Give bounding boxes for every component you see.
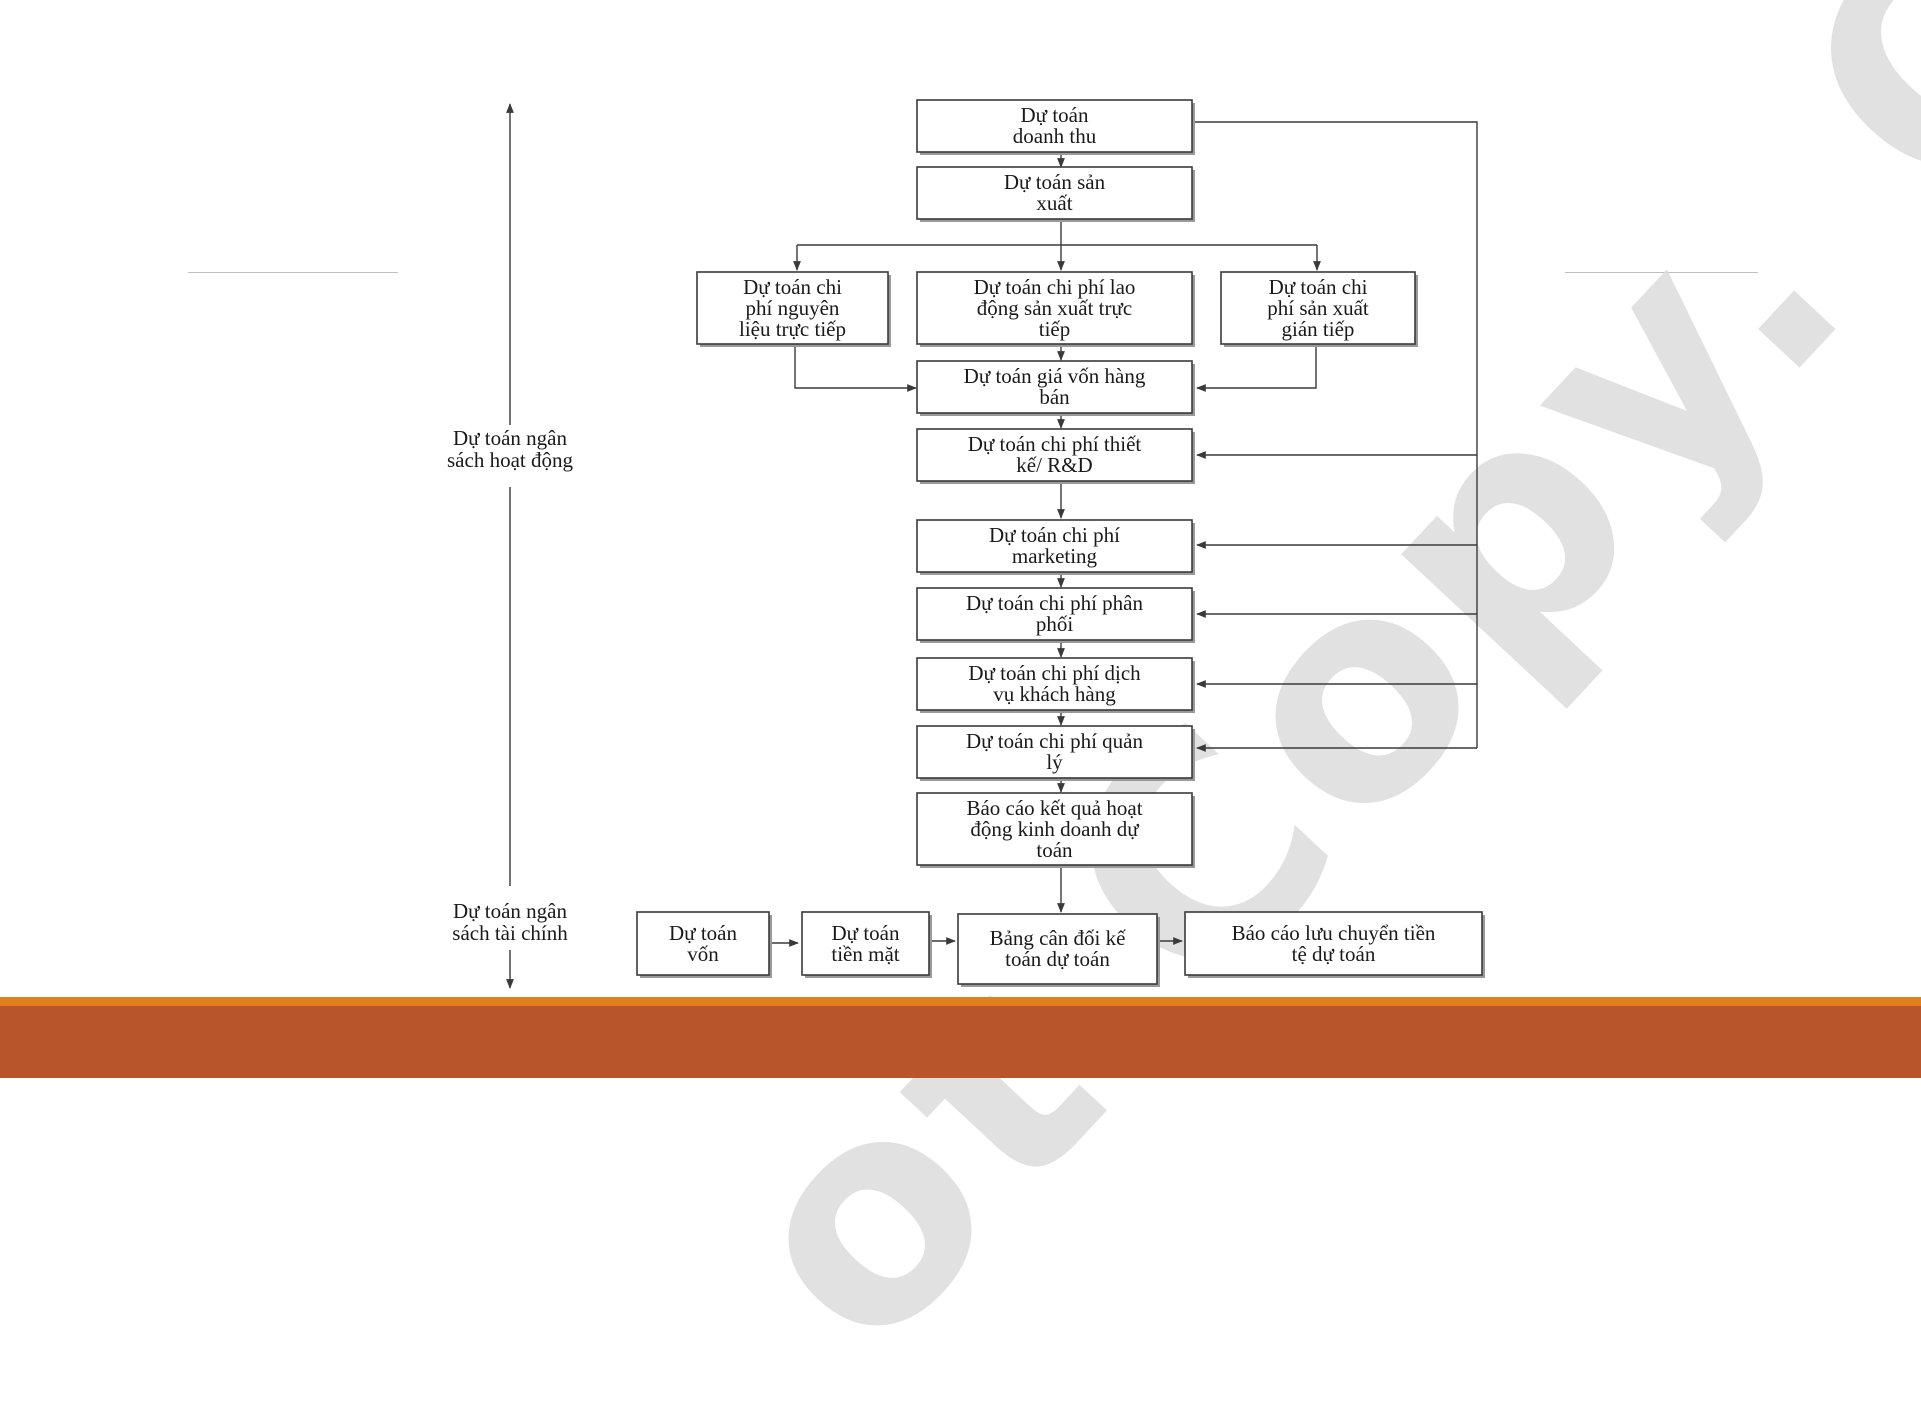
box-distribution-budget (916, 587, 1193, 641)
box-direct-materials-budget (696, 271, 889, 345)
label-admin-budget: Dự toán chi phí quản lý (965, 729, 1143, 774)
box-cogs-budget (916, 360, 1193, 414)
box-customer-service-budget (916, 657, 1193, 711)
budget-flow-diagram (506, 99, 1485, 989)
label-production-budget: Dự toán sản xuất (1003, 170, 1106, 215)
label-customer-service-budget: Dự toán chi phí dịch vụ khách hàng (968, 661, 1141, 706)
box-rnd-budget (916, 428, 1193, 482)
label-overhead-budget: Dự toán chi phí sản xuất gián tiếp (1267, 274, 1369, 341)
label-balance-sheet: Bảng cân đối kế toán dự toán (989, 926, 1126, 971)
label-marketing-budget: Dự toán chi phí marketing (989, 523, 1120, 568)
box-capital-budget (636, 911, 770, 976)
accent-bar-main (0, 1006, 1921, 1078)
sales-feedback-line (1195, 121, 1478, 748)
box-income-statement (916, 792, 1193, 866)
label-cash-budget: Dự toán tiền mặt (831, 920, 900, 966)
label-income-statement: Báo cáo kết quả hoạt động kinh doanh dự … (966, 795, 1143, 862)
operating-budget-label: Dự toán ngân sách hoạt động (447, 426, 573, 472)
box-cash-budget (801, 911, 930, 976)
box-balance-sheet (957, 913, 1158, 985)
box-sales-budget (916, 99, 1193, 153)
label-sales-budget: Dự toán doanh thu (1012, 103, 1097, 148)
label-rnd-budget: Dự toán chi phí thiết kế/ R&D (967, 432, 1142, 477)
label-cogs-budget: Dự toán giá vốn hàng bán (963, 364, 1146, 409)
arrow-materials-to-cogs (794, 346, 917, 392)
box-marketing-budget (916, 519, 1193, 573)
boxes (636, 99, 1485, 987)
label-distribution-budget: Dự toán chi phí phân phối (965, 591, 1143, 636)
box-production-budget (916, 166, 1193, 220)
label-direct-labor-budget: Dự toán chi phí lao động sản xuất trực t… (973, 274, 1136, 341)
label-cash-flow-statement: Báo cáo lưu chuyển tiền tệ dự toán (1231, 920, 1436, 966)
box-overhead-budget (1220, 271, 1416, 345)
label-direct-materials-budget: Dự toán chi phí nguyên liệu trực tiếp (738, 274, 846, 341)
arrow-overhead-to-cogs (1196, 346, 1317, 392)
accent-bar-thin (0, 997, 1921, 1006)
box-admin-budget (916, 725, 1193, 779)
decorative-line-left (188, 272, 398, 273)
box-cash-flow-statement (1184, 911, 1483, 976)
box-direct-labor-budget (916, 271, 1193, 345)
label-capital-budget: Dự toán vốn (669, 920, 737, 966)
financial-budget-label: Dự toán ngân sách tài chính (452, 899, 568, 945)
decorative-line-right (1565, 272, 1758, 273)
